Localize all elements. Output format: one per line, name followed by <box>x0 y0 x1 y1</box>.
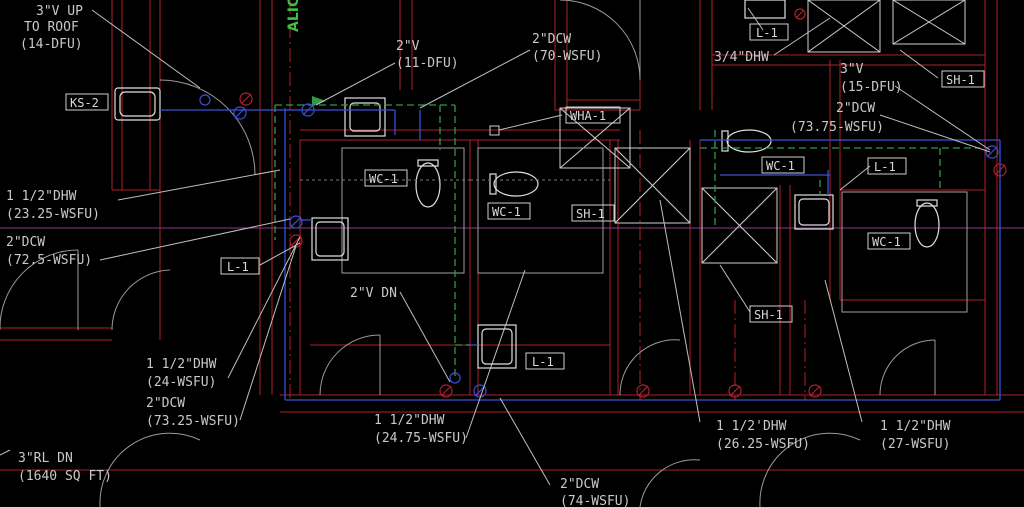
note-dcw-74-2: (74-WSFU) <box>560 494 630 507</box>
note-dhw-2325-1: 1 1/2"DHW <box>6 189 77 204</box>
note-dhw-24-1: 1 1/2"DHW <box>146 357 217 372</box>
tag-l-1-right: L-1 <box>874 160 896 174</box>
cold-water-piping <box>160 108 1001 401</box>
leader-lines <box>0 7 991 486</box>
note-vent-dn: 2"V DN <box>350 286 397 301</box>
vertical-room-label: ALIC <box>286 0 302 32</box>
stall-partitions <box>341 147 968 313</box>
note-dcw-70-2: (70-WSFU) <box>532 49 602 64</box>
note-dhw-24-2: (24-WSFU) <box>146 375 216 390</box>
note-dcw-725-1: 2"DCW <box>6 235 45 250</box>
water-heater-symbol <box>489 125 500 136</box>
note-vent-up-roof-1: 3"V UP <box>36 4 83 19</box>
tag-wc-1-c: WC-1 <box>766 159 795 173</box>
note-vent-3-2: (15-DFU) <box>840 80 903 95</box>
note-rl-dn-1: 3"RL DN <box>18 451 73 466</box>
tag-sh-1-bottom: SH-1 <box>754 308 783 322</box>
note-rl-dn-2: (1640 SQ FT) <box>18 469 112 484</box>
note-dhw-27-1: 1 1/2"DHW <box>880 419 951 434</box>
note-dhw-2625-2: (26.25-WSFU) <box>716 437 810 452</box>
flow-arrow <box>312 96 326 106</box>
note-dhw-34: 3/4"DHW <box>714 50 769 65</box>
note-dhw-2475-2: (24.75-WSFU) <box>374 431 468 446</box>
tag-wc-1-d: WC-1 <box>872 235 901 249</box>
note-dcw-70-1: 2"DCW <box>532 32 571 47</box>
tag-l-1-top: L-1 <box>756 26 778 40</box>
note-vent-2-2: (11-DFU) <box>396 56 459 71</box>
toilets <box>415 129 940 248</box>
note-vent-3-1: 3"V <box>840 62 864 77</box>
note-dhw-2625-1: 1 1/2'DHW <box>716 419 787 434</box>
valves <box>239 8 1007 398</box>
sinks <box>114 0 834 369</box>
tag-wc-1-b: WC-1 <box>492 205 521 219</box>
note-dcw-7325-2: (73.25-WSFU) <box>146 414 240 429</box>
tag-wc-1-a: WC-1 <box>369 172 398 186</box>
tag-sh-1-top: SH-1 <box>946 73 975 87</box>
fixture-tag-labels: KS-2 L-1 SH-1 WHA-1 WC-1 WC-1 SH-1 WC-1 … <box>70 26 975 369</box>
note-dcw-74-1: 2"DCW <box>560 477 599 492</box>
tag-ks-2: KS-2 <box>70 96 99 110</box>
note-vent-2-1: 2"V <box>396 39 420 54</box>
notes: 3"V UP TO ROOF (14-DFU) 2"V (11-DFU) 2"D… <box>6 4 951 507</box>
tag-wha-1: WHA-1 <box>570 109 606 123</box>
note-dcw-7325-1: 2"DCW <box>146 396 185 411</box>
note-dhw-2475-1: 1 1/2"DHW <box>374 413 445 428</box>
tag-sh-1-mid: SH-1 <box>576 207 605 221</box>
note-dhw-2325-2: (23.25-WSFU) <box>6 207 100 222</box>
tag-l-1-bottom: L-1 <box>532 355 554 369</box>
fixture-tags <box>65 23 985 370</box>
note-dcw-7375-2: (73.75-WSFU) <box>790 120 884 135</box>
tag-l-1-left: L-1 <box>227 260 249 274</box>
door-swings <box>0 0 936 507</box>
note-vent-up-roof-2: TO ROOF <box>24 20 79 35</box>
centerlines <box>0 0 1024 400</box>
note-vent-up-roof-3: (14-DFU) <box>20 37 83 52</box>
note-dcw-725-2: (72.5-WSFU) <box>6 253 92 268</box>
note-dcw-7375-1: 2"DCW <box>836 101 875 116</box>
note-dhw-27-2: (27-WSFU) <box>880 437 950 452</box>
